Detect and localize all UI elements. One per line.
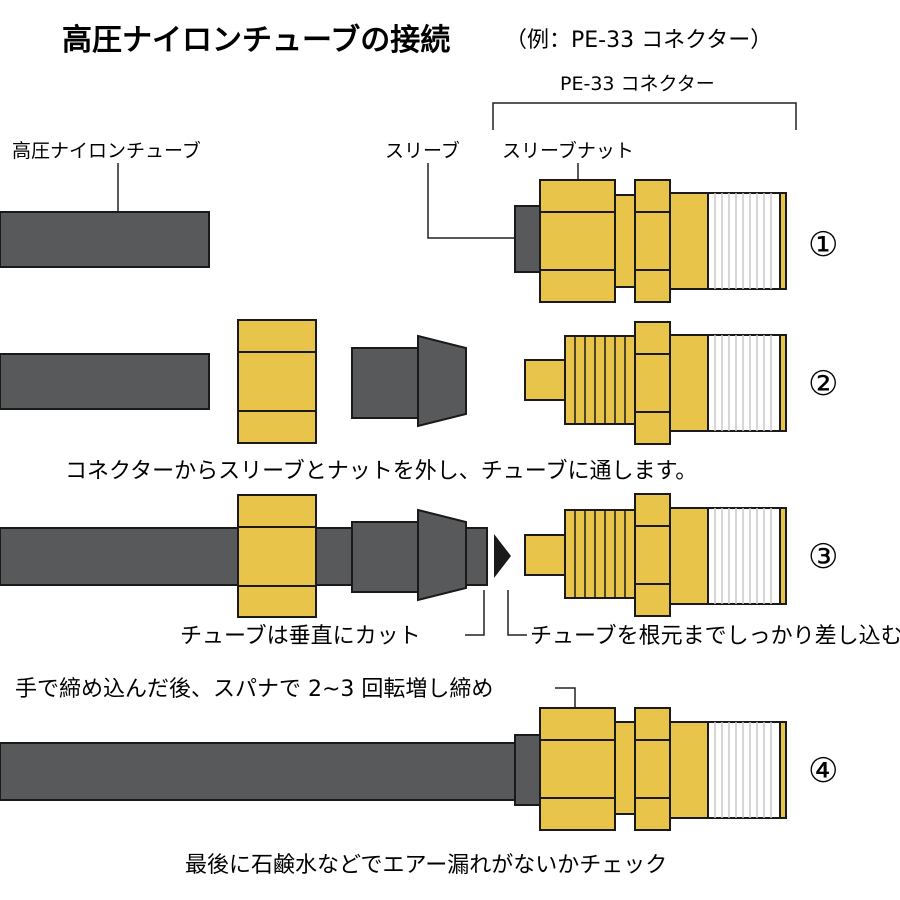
hex-body-2 (634, 321, 671, 445)
hex-body-4 (634, 707, 671, 831)
title-note: （例：PE-33 コネクター） (505, 28, 772, 53)
label-sleeve: スリーブ (385, 139, 460, 162)
sleeve-2 (351, 347, 421, 419)
label-sleeve-nut: スリーブナット (502, 139, 634, 162)
step-4-note-tighten: 手で締め込んだ後、スパナで 2~3 回転増し締め (15, 677, 493, 702)
step-1-number: ① (808, 225, 838, 265)
male-thread-4 (707, 721, 781, 819)
leader-tighten (555, 687, 576, 708)
label-connector: PE-33 コネクター (560, 73, 715, 95)
nipple-2 (524, 359, 566, 401)
tube-2 (0, 353, 210, 410)
sleeve-nut-1 (539, 179, 616, 303)
sleeve-cone-2 (417, 334, 467, 428)
step-2-caption: コネクターからスリーブとナットを外し、チューブに通します。 (65, 459, 697, 484)
sleeve-nut-2 (237, 319, 317, 444)
male-thread-3 (707, 507, 781, 605)
step-3-number: ③ (808, 537, 838, 577)
hex-body-3 (634, 493, 671, 617)
step-2-number: ② (808, 364, 838, 404)
step-3-parts (0, 493, 787, 618)
nipple-3 (524, 534, 566, 576)
hex-body-1 (634, 179, 671, 303)
leader-insert (507, 590, 527, 636)
step-3-note-insert: チューブを根元までしっかり差し込む (530, 624, 900, 649)
female-thread-2 (564, 335, 636, 425)
step-2-parts (0, 319, 787, 445)
label-tube: 高圧ナイロンチューブ (12, 139, 201, 162)
sleeve-stub-1 (514, 205, 543, 273)
sleeve-stub-4 (514, 734, 543, 806)
sleeve-3 (351, 521, 421, 593)
tube-1 (0, 211, 210, 268)
sleeve-nut-4 (539, 707, 616, 831)
sleeve-cone-3 (417, 508, 467, 602)
male-thread-1 (707, 192, 781, 290)
tube-4 (0, 742, 521, 801)
leader-sleeve (427, 163, 518, 239)
leader-cut (465, 590, 485, 636)
male-thread-2 (707, 334, 781, 432)
page-title: 高圧ナイロンチューブの接続 (62, 23, 450, 58)
step-1-assembly (0, 179, 787, 303)
step-4-assembly (0, 707, 787, 831)
step-4-caption: 最後に石鹸水などでエアー漏れがないかチェック (185, 853, 667, 878)
step-3-note-cut: チューブは垂直にカット (180, 624, 421, 649)
insert-arrow (494, 534, 511, 578)
step-4-number: ④ (808, 751, 838, 791)
connector-bracket (492, 102, 797, 130)
female-thread-3 (564, 509, 636, 599)
sleeve-nut-3 (237, 494, 317, 618)
